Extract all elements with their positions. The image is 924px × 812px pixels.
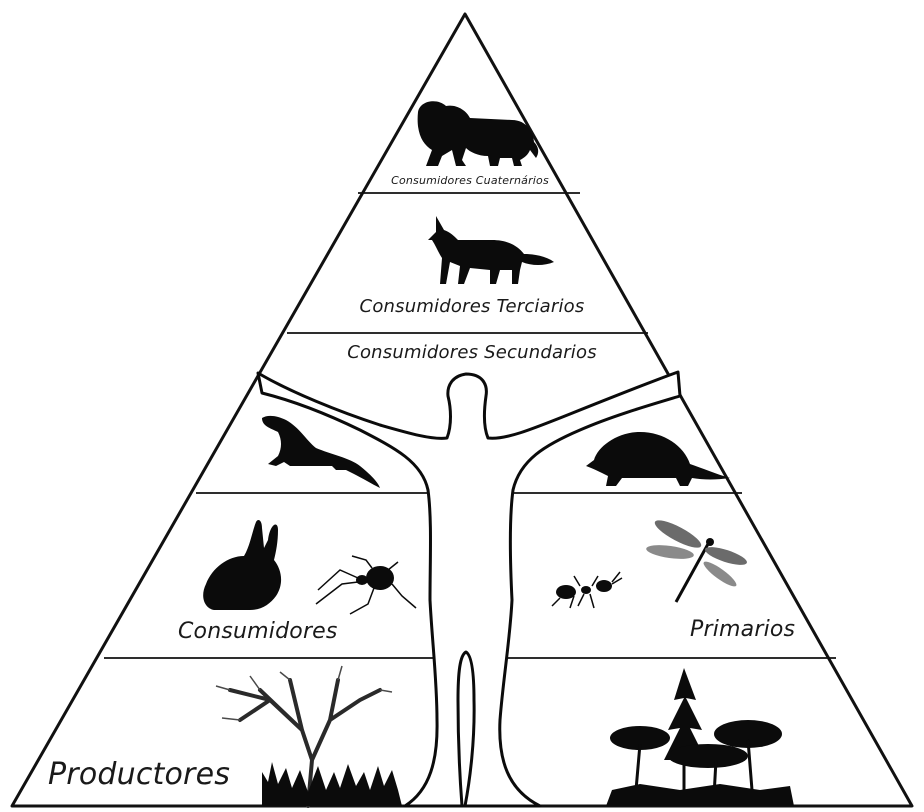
rabbit-icon	[203, 520, 281, 610]
label-producers: Productores	[48, 757, 230, 792]
armadillo-icon	[586, 432, 730, 486]
label-primary-left: Consumidores	[178, 619, 338, 644]
dragonfly-icon	[645, 516, 748, 602]
ant-icon	[552, 572, 622, 608]
bare-tree-icon	[216, 666, 402, 806]
label-tertiary: Consumidores Terciarios	[360, 296, 585, 317]
label-primary-right: Primarios	[690, 617, 795, 642]
label-quaternary: Consumidores Cuaternários	[391, 174, 549, 187]
label-secondary: Consumidores Secundarios	[347, 342, 597, 363]
forest-icon	[606, 668, 794, 806]
spider-icon	[316, 556, 416, 614]
fox-icon	[428, 216, 554, 284]
